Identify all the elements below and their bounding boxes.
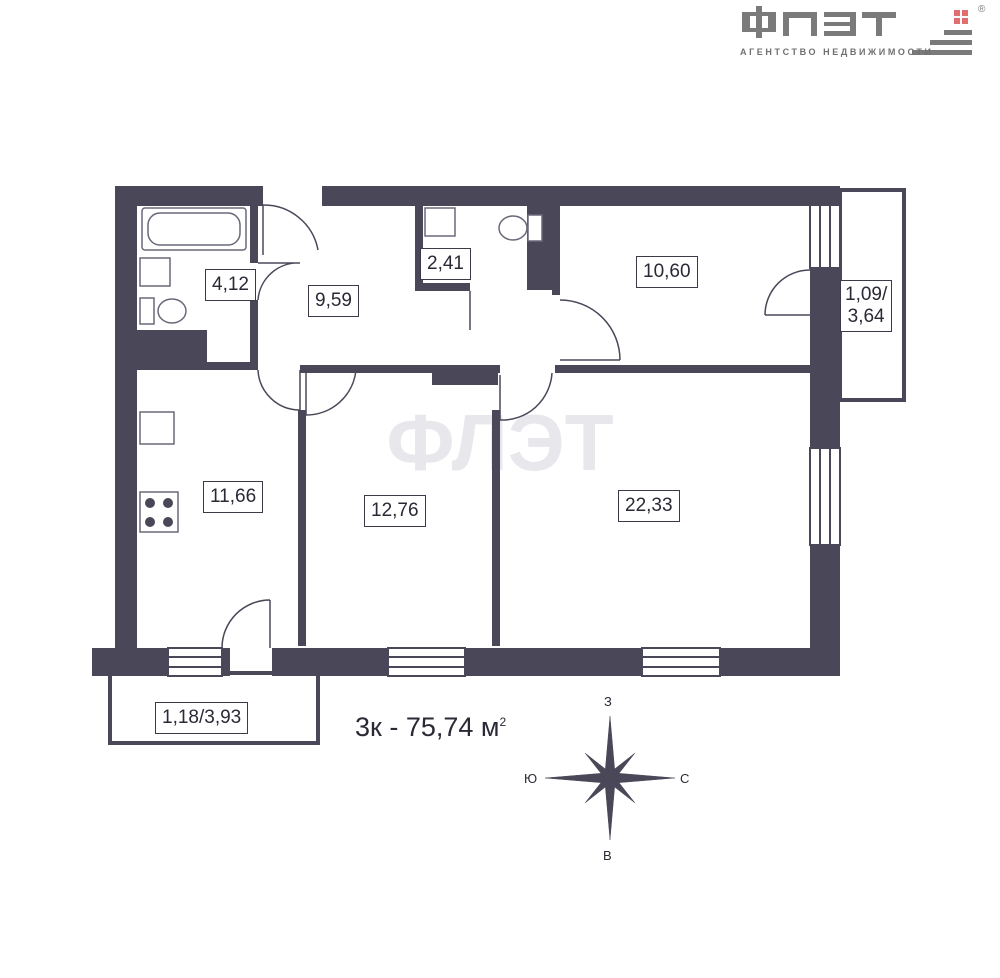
room-area-living-room: 22,33 [618,490,680,522]
room-area-bedroom: 12,76 [364,495,426,527]
walls [92,186,840,676]
total-area-sup: 2 [499,715,507,729]
doors [221,204,811,649]
logo [742,6,972,55]
compass-rose-icon [544,715,676,841]
stove-icon [139,491,179,533]
logo-tagline: АГЕНТСТВО НЕДВИЖИМОСТИ [740,47,934,57]
room-area-balcony-right: 1,09/ 3,64 [840,280,893,332]
compass-right-label: С [680,771,690,786]
room-area-bedroom-small: 10,60 [636,256,698,288]
total-area-text: 3к - 75,74 м [355,712,500,742]
room-area-bathroom: 4,12 [205,269,256,301]
room-area-balcony-bottom: 1,18/3,93 [155,702,249,734]
balcony-right-area-line1: 1,09/ [845,284,888,305]
sink-icon [139,257,171,287]
toilet-icon [139,297,155,325]
room-area-hall: 9,59 [308,285,359,317]
total-area: 3к - 75,74 м2 [355,712,506,743]
fixtures [139,207,543,533]
burners [145,498,173,527]
registered-mark: ® [978,4,986,15]
room-area-kitchen: 11,66 [203,481,264,513]
balcony-right-area-line2: 3,64 [847,306,885,327]
compass-top-label: З [604,694,612,709]
compass-left-label: Ю [524,771,538,786]
kitchen-sink-icon [139,411,175,445]
windows [167,204,841,677]
compass-bottom-label: В [603,848,612,863]
room-area-wc: 2,41 [420,248,471,280]
